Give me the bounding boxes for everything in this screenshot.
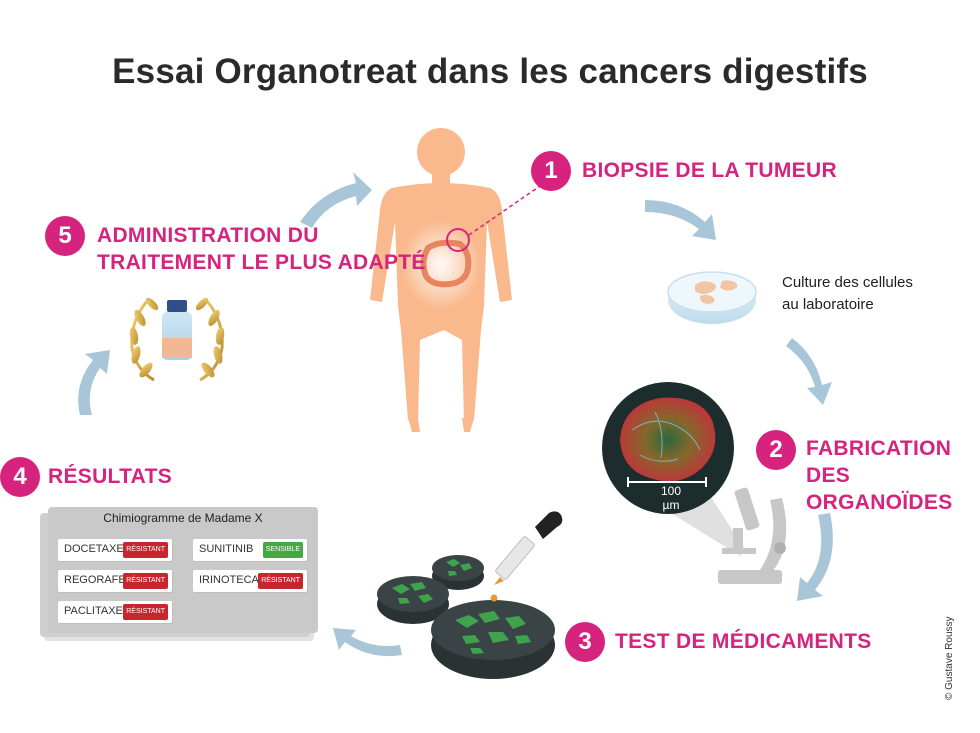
culture-note-line2: au laboratoire <box>782 296 874 313</box>
scale-bar-label: 100 µm <box>660 484 682 512</box>
drug-name: PACLITAXEL <box>64 605 130 617</box>
step-3-badge: 3 <box>565 622 605 662</box>
test-petri-dishes <box>377 555 555 679</box>
arrow-4-to-5 <box>78 350 110 415</box>
drug-row: REGORAFENIB RÉSISTANT <box>58 570 172 592</box>
intestine-icon <box>420 239 472 288</box>
medicine-vial-icon <box>162 300 192 360</box>
drug-row: IRINOTECAN RÉSISTANT <box>193 570 307 592</box>
chimiogramme-title: Chimiogramme de Madame X <box>103 511 263 525</box>
drug-row: DOCETAXEL RÉSISTANT <box>58 539 172 561</box>
culture-note-line1: Culture des cellules <box>782 274 913 291</box>
step-5-label-line2: TRAITEMENT LE PLUS ADAPTÉ <box>97 251 426 274</box>
drug-name: IRINOTECAN <box>199 574 267 586</box>
drug-status-badge: RÉSISTANT <box>123 604 168 620</box>
arrow-2-to-3 <box>797 513 833 601</box>
step-1-label: BIOPSIE DE LA TUMEUR <box>582 157 837 184</box>
step-1-badge: 1 <box>531 151 571 191</box>
microscope-icon <box>718 487 787 584</box>
drug-status-badge: RÉSISTANT <box>123 542 168 558</box>
arrow-3-to-4 <box>333 628 402 657</box>
step-2-label-line1: FABRICATION <box>806 437 952 460</box>
laurel-wreath-icon <box>129 297 225 382</box>
drug-name: SUNITINIB <box>199 543 254 555</box>
step-3-label: TEST DE MÉDICAMENTS <box>615 628 872 655</box>
organoid-microscopy-image <box>602 382 744 556</box>
arrow-5-to-body <box>300 172 372 228</box>
biopsy-dashed-line <box>468 185 541 236</box>
step-5-badge: 5 <box>45 216 85 256</box>
cycle-arrows <box>78 172 833 657</box>
step-4-label: RÉSULTATS <box>48 463 172 490</box>
biopsy-target-circle <box>446 228 470 252</box>
step-5-label-line1: ADMINISTRATION DU <box>97 224 319 247</box>
arrow-culture-to-2 <box>786 338 832 405</box>
drug-status-badge: SENSIBLE <box>262 542 303 558</box>
drug-name: DOCETAXEL <box>64 543 130 555</box>
step-1-label-line1: BIOPSIE DE LA TUMEUR <box>582 159 837 182</box>
drug-status-badge: RÉSISTANT <box>123 573 168 589</box>
step-2-badge: 2 <box>756 430 796 470</box>
drug-status-badge: RÉSISTANT <box>258 573 303 589</box>
step-4-label-line1: RÉSULTATS <box>48 465 173 488</box>
step-3-label-line1: TEST DE MÉDICAMENTS <box>615 630 872 653</box>
infographic-title: Essai Organotreat dans les cancers diges… <box>112 52 868 91</box>
drug-row: SUNITINIB SENSIBLE <box>193 539 307 561</box>
step-5-label: ADMINISTRATION DU TRAITEMENT LE PLUS ADA… <box>97 222 426 276</box>
step-2-label-line2: DES ORGANOÏDES <box>806 464 953 514</box>
step-2-label: FABRICATION DES ORGANOÏDES <box>806 435 980 516</box>
step-4-badge: 4 <box>0 457 40 497</box>
dropper-icon <box>490 511 563 602</box>
arrow-1-to-culture <box>645 200 716 240</box>
culture-note: Culture des cellules au laboratoire <box>782 272 913 316</box>
petri-dish-icon <box>667 271 757 324</box>
copyright-notice: © Gustave Roussy <box>944 616 955 700</box>
drug-row: PACLITAXEL RÉSISTANT <box>58 601 172 623</box>
